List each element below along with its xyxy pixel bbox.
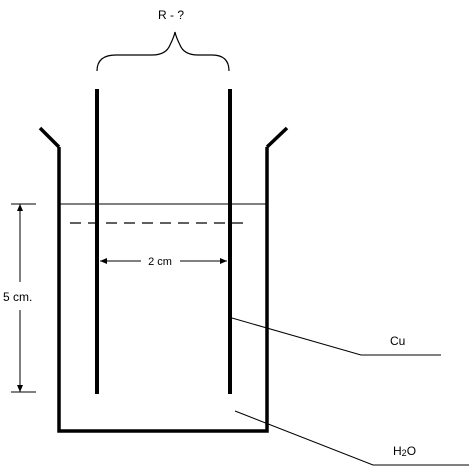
beaker bbox=[38, 126, 289, 433]
height-arrow-bottom bbox=[17, 385, 23, 392]
liquid-leader-line bbox=[234, 410, 469, 466]
beaker-body bbox=[57, 147, 269, 433]
distance-dimension: 2 cm bbox=[100, 256, 227, 268]
resistance-label: R - ? bbox=[158, 8, 184, 22]
liquid-callout: H2O bbox=[234, 410, 469, 466]
liquid-label: H2O bbox=[393, 444, 416, 458]
height-label: 5 cm. bbox=[3, 290, 32, 304]
height-arrow-top bbox=[17, 204, 23, 211]
electrode-leader-line bbox=[231, 317, 441, 356]
beaker-left-rim bbox=[38, 126, 61, 149]
electrode-callout: Cu bbox=[231, 317, 441, 356]
electrode-label: Cu bbox=[390, 334, 405, 348]
liquid-label-subscript: 2 bbox=[402, 448, 407, 458]
distance-arrow-right bbox=[220, 258, 227, 264]
height-dimension: 5 cm. bbox=[3, 203, 36, 393]
liquid-label-tail: O bbox=[407, 444, 416, 458]
distance-arrow-left bbox=[100, 258, 107, 264]
liquid-label-main: H bbox=[393, 444, 402, 458]
distance-label: 2 cm bbox=[148, 256, 172, 268]
resistance-brace bbox=[96, 31, 230, 72]
beaker-right-rim bbox=[265, 126, 289, 149]
